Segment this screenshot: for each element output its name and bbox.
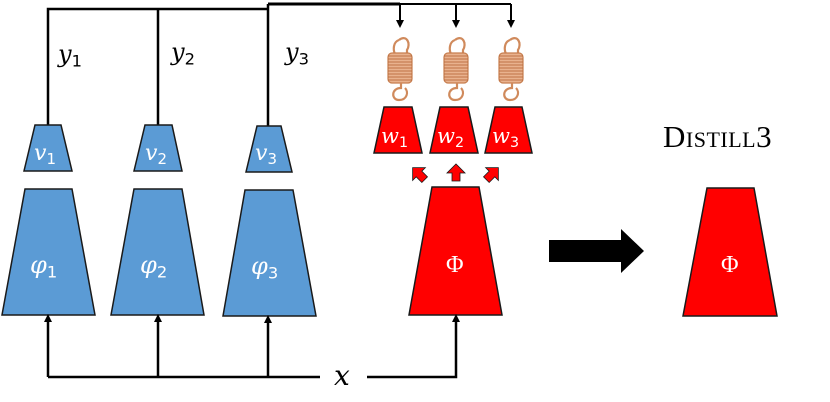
result-title: Distill3	[663, 119, 773, 154]
output-label-3: y3	[285, 38, 309, 69]
output-label-2: y2	[171, 38, 195, 69]
teacher-head-1	[23, 124, 73, 172]
spring-icon-3	[497, 37, 525, 102]
teacher-head-2	[133, 124, 183, 172]
big-right-arrow-icon	[549, 229, 644, 273]
red-arrow-icon-left	[412, 167, 429, 184]
student-head-1	[373, 106, 423, 154]
input-label: x	[334, 359, 350, 392]
student-head-2	[429, 106, 479, 154]
student-body-label: Φ	[446, 252, 464, 278]
teacher-head-3	[245, 125, 293, 173]
red-arrow-icon-middle	[446, 163, 466, 182]
teacher-body-1	[1, 188, 96, 316]
teacher-head-label-1: v1	[34, 141, 56, 169]
output-label-1: y1	[58, 40, 82, 71]
student-head-label-1: w1	[381, 124, 409, 151]
teacher-body-3	[222, 189, 317, 317]
distilled-body	[682, 187, 778, 317]
spring-icon-1	[386, 37, 414, 102]
student-body	[408, 186, 503, 316]
student-head-label-3: w3	[492, 124, 520, 151]
red-arrow-icon-right	[482, 167, 499, 184]
teacher-body-label-2: φ2	[140, 251, 168, 282]
teacher-body-label-3: φ3	[251, 252, 279, 283]
teacher-output-bus	[46, 2, 515, 126]
input-bus	[44, 314, 460, 379]
teacher-body-label-1: φ1	[30, 251, 58, 282]
teacher-body-2	[110, 188, 205, 316]
student-head-3	[484, 106, 533, 154]
spring-icon-2	[442, 37, 470, 102]
distilled-body-label: Φ	[721, 252, 739, 278]
teacher-head-label-2: v2	[145, 141, 167, 169]
teacher-head-label-3: v3	[255, 141, 277, 169]
student-head-label-2: w2	[437, 124, 465, 151]
